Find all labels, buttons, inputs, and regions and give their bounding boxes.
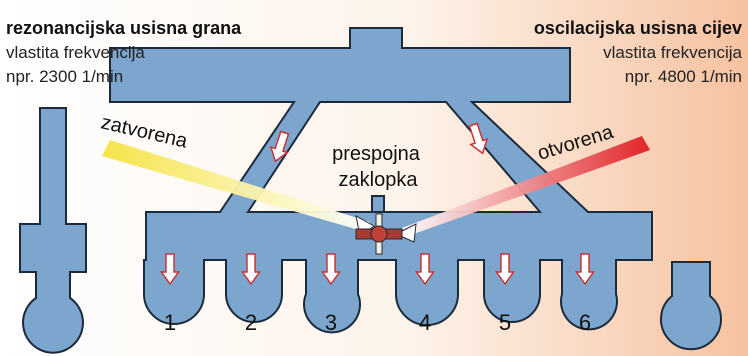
down-arrow-icon: [159, 253, 181, 286]
butterfly-valve-icon: [355, 213, 403, 255]
closed-beam: [102, 140, 370, 232]
down-arrow-icon: [269, 130, 290, 163]
flow-arrows: [159, 122, 596, 286]
open-beam: [402, 136, 650, 236]
left-intake-pipe: [19, 107, 87, 354]
left-frequency-label: vlastita frekvencija: [6, 43, 145, 62]
cylinder-number-4: 4: [419, 310, 431, 335]
right-intake-stub: [660, 261, 722, 351]
down-arrow-icon: [468, 122, 489, 155]
cylinder-number-5: 5: [499, 310, 511, 335]
open-beam-arrowhead: [394, 223, 417, 243]
down-arrow-icon: [494, 253, 516, 286]
down-arrow-icon: [240, 253, 262, 286]
left-title: rezonancijska usisna grana: [6, 18, 242, 38]
cylinder-labels: 1 2 3 4 5 6: [164, 310, 591, 335]
right-frequency-label: vlastita frekvencija: [603, 43, 742, 62]
down-arrow-icon: [574, 253, 596, 286]
down-arrow-icon: [414, 253, 436, 286]
flap-label-line2: zaklopka: [339, 169, 419, 191]
flap-label-line1: prespojna: [332, 143, 421, 165]
down-arrow-icon: [320, 253, 342, 286]
cylinder-number-3: 3: [325, 310, 337, 335]
cylinder-number-1: 1: [164, 310, 176, 335]
cylinder-number-6: 6: [579, 310, 591, 335]
right-title: oscilacijska usisna cijev: [534, 18, 742, 38]
cylinder-number-2: 2: [245, 310, 257, 335]
right-frequency-value: npr. 4800 1/min: [625, 67, 742, 86]
left-frequency-value: npr. 2300 1/min: [6, 67, 123, 86]
